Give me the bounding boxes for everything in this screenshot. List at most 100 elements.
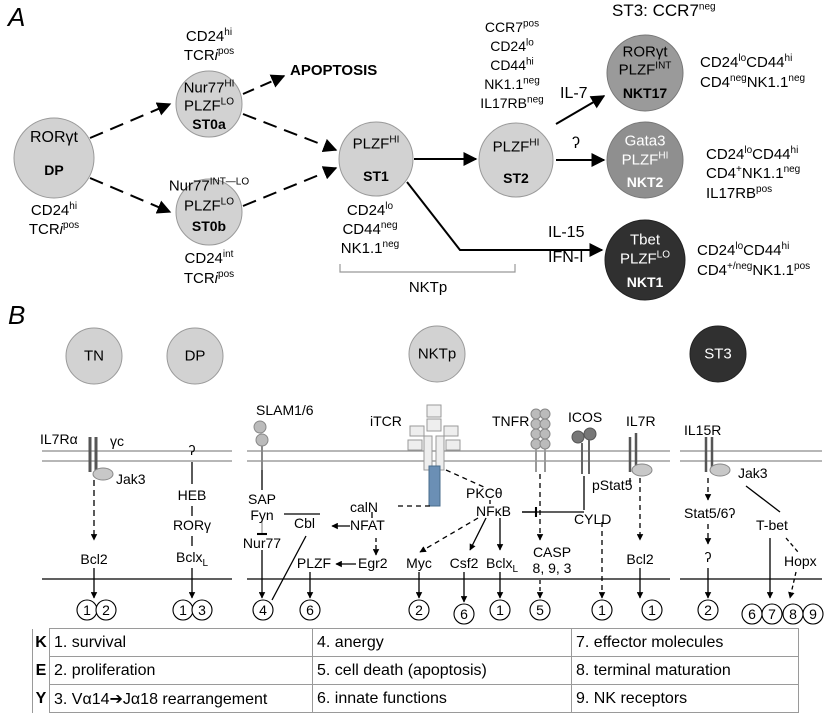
key-letter: E bbox=[32, 656, 50, 685]
plzf-label: PLZF bbox=[296, 555, 332, 571]
csf2-label: Csf2 bbox=[449, 555, 479, 571]
dp-heb: HEB bbox=[177, 487, 207, 503]
output-number: 2 bbox=[102, 602, 110, 618]
output-number: 1 bbox=[648, 602, 656, 618]
arrow-st2-nkt17 bbox=[555, 95, 606, 125]
key-row: Y 3. Vα14➔Jα18 rearrangement 6. innate f… bbox=[32, 684, 799, 713]
st2-marker-cd24: CD24lo bbox=[490, 37, 534, 54]
st2-marker-cd44: CD44hi bbox=[490, 56, 534, 73]
nkt1-plzf: PLZFLO bbox=[619, 249, 671, 268]
fyn-label: Fyn bbox=[250, 507, 274, 523]
nkt1-markers-1: CD24loCD44hi bbox=[697, 241, 790, 259]
st0b-marker-cd24: CD24int bbox=[184, 249, 234, 267]
cyld-label: CYLD bbox=[574, 511, 612, 527]
output-number: 1 bbox=[598, 602, 606, 618]
stage-nktp-label: NKTp bbox=[417, 345, 457, 363]
cbl-label: Cbl bbox=[294, 515, 316, 531]
st0a-nur77: Nur77HI bbox=[183, 78, 235, 97]
st1-marker-nk11: NK1.1neg bbox=[340, 239, 400, 257]
il7-label: IL-7 bbox=[560, 85, 588, 102]
key-row: K 1. survival 4. anergy 7. effector mole… bbox=[32, 628, 799, 657]
nkt17-plzf: PLZFINT bbox=[618, 60, 672, 79]
key-item: 2. proliferation bbox=[49, 656, 313, 685]
nkt17-markers-2: CD4negNK1.1neg bbox=[700, 73, 806, 91]
nkt1-markers-2: CD4+/negNK1.1pos bbox=[697, 261, 811, 279]
nkt17-rorgt: RORγt bbox=[622, 43, 668, 61]
casp-label: CASP bbox=[532, 544, 572, 560]
stage-dp-label: DP bbox=[184, 347, 206, 365]
key-item: 4. anergy bbox=[312, 628, 572, 657]
tnfr-receptor bbox=[530, 408, 551, 472]
key-item: 6. innate functions bbox=[312, 684, 572, 713]
key-item: 9. NK receptors bbox=[571, 684, 799, 713]
nur77-label: Nur77 bbox=[242, 535, 282, 551]
icos-receptor bbox=[571, 427, 597, 474]
arrow-st1-nkt1 bbox=[406, 181, 604, 257]
nkt1-cell bbox=[604, 219, 686, 301]
key-row: E 2. proliferation 5. cell death (apopto… bbox=[32, 656, 799, 685]
output-number: 2 bbox=[704, 602, 712, 618]
nkt2-cell bbox=[606, 121, 684, 199]
key-letter: K bbox=[32, 628, 50, 657]
nkt2-markers-1: CD24loCD44hi bbox=[706, 145, 799, 163]
output-number: 8 bbox=[789, 606, 797, 622]
caln-label: calN bbox=[350, 499, 379, 515]
hopx-out bbox=[788, 571, 797, 599]
itcr-receptor bbox=[407, 404, 461, 507]
question-mark-a: ʔ bbox=[572, 135, 580, 152]
st0a-plzf: PLZFLO bbox=[183, 96, 235, 115]
slam-label: SLAM1/6 bbox=[256, 402, 314, 418]
il7r-receptor-tn bbox=[88, 437, 114, 481]
dp-question: ʔ bbox=[188, 442, 196, 458]
st1-cell bbox=[338, 121, 414, 197]
nkt17-markers-1: CD24loCD44hi bbox=[700, 53, 793, 71]
dp-tf-label: RORγt bbox=[30, 129, 78, 146]
pstat5-label: pStat5 bbox=[592, 477, 633, 493]
cbl-to-plzf bbox=[271, 535, 307, 601]
arrow-dp-st0a bbox=[89, 102, 172, 139]
st1-marker-cd24: CD24lo bbox=[346, 201, 394, 219]
dp-bclx: BclxL bbox=[175, 549, 209, 569]
output-number: 2 bbox=[415, 602, 423, 618]
nkt17-stage-label: NKT17 bbox=[622, 85, 668, 101]
st0a-stage-label: ST0a bbox=[192, 116, 226, 132]
st0b-stage-label: ST0b bbox=[191, 218, 227, 234]
nktp-bracket bbox=[339, 264, 516, 273]
nfat-label: NFAT bbox=[350, 517, 385, 533]
itcr-to-pkc bbox=[445, 469, 487, 489]
st2-cell bbox=[478, 122, 554, 198]
key-item: 8. terminal maturation bbox=[571, 656, 799, 685]
stage-dp-cell bbox=[166, 327, 224, 385]
tn-bcl2: Bcl2 bbox=[80, 551, 108, 567]
tnfr-label: TNFR bbox=[492, 413, 530, 429]
nkt17-cell bbox=[606, 34, 684, 112]
arrow-st0a-apoptosis bbox=[242, 74, 286, 95]
il15r-label: IL15R bbox=[684, 422, 722, 438]
output-number: 7 bbox=[768, 606, 776, 622]
st0b-nur77: Nur77INT—LO bbox=[168, 176, 250, 195]
egr2-label: Egr2 bbox=[358, 555, 388, 571]
st0a-marker-tcr: TCRipos bbox=[183, 46, 235, 64]
myc-label: Myc bbox=[406, 555, 432, 571]
nktp-label: NKTp bbox=[408, 279, 448, 296]
nkt2-markers-3: IL17RBpos bbox=[706, 184, 773, 202]
il7r-receptor-nktp bbox=[628, 433, 653, 477]
stage-tn-label: TN bbox=[84, 347, 104, 365]
nfkb-to-csf2 bbox=[469, 517, 487, 551]
il15-label: IL-15 bbox=[548, 224, 585, 241]
panel-a-letter: A bbox=[8, 2, 26, 32]
st3-stat: Stat5/6ʔ bbox=[684, 505, 736, 521]
st2-marker-il17rb: IL17RBneg bbox=[480, 94, 544, 111]
stage-st3-label: ST3 bbox=[704, 345, 732, 363]
tbet-to-hopx bbox=[785, 537, 799, 553]
st3-jak3: Jak3 bbox=[738, 465, 768, 481]
output-number: 6 bbox=[748, 606, 756, 622]
st2-stage-label: ST2 bbox=[503, 170, 529, 186]
pkc-label: PKCθ bbox=[466, 485, 503, 501]
dp-rorg: RORγ bbox=[172, 517, 212, 533]
dp-marker-tcr: TCRipos bbox=[28, 220, 80, 238]
tn-gc: γc bbox=[110, 433, 124, 449]
st3-hopx: Hopx bbox=[784, 553, 817, 569]
stage-tn-cell bbox=[65, 327, 123, 385]
